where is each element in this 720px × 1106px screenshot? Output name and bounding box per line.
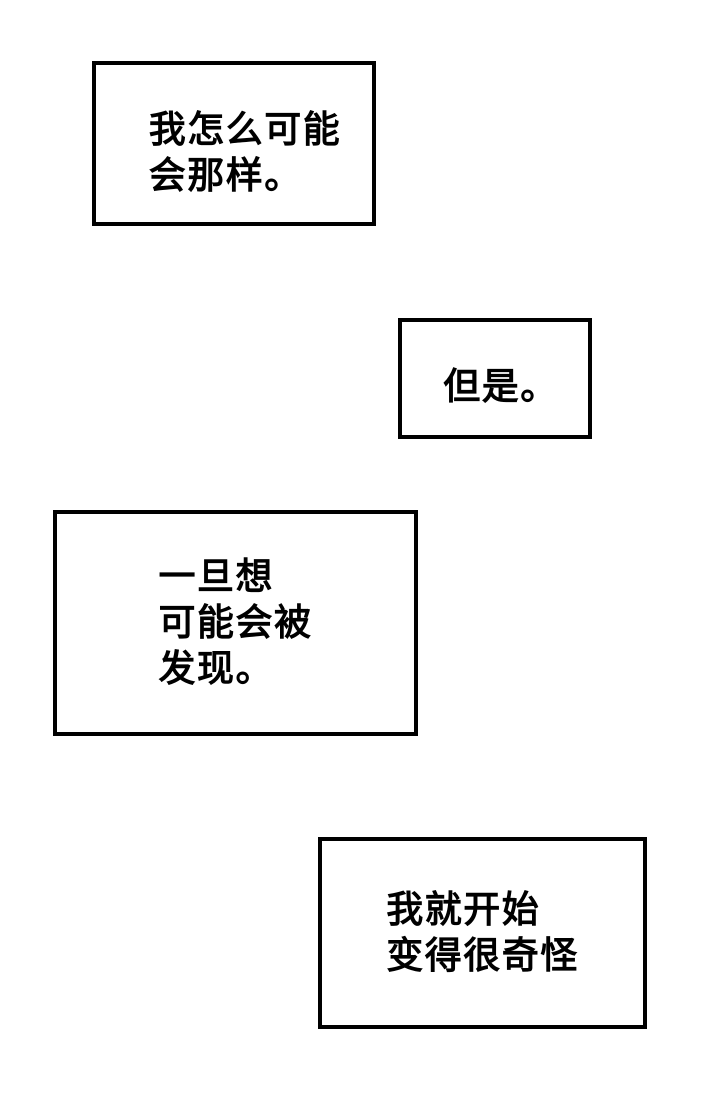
speech-text-3: 一旦想 可能会被 发现。 <box>159 554 313 692</box>
dialogue-line: 发现。 <box>158 648 274 689</box>
dialogue-line: 但是。 <box>443 365 559 407</box>
speech-box-2: 但是。 <box>398 318 592 439</box>
dialogue-line: 我怎么可能 <box>148 108 342 150</box>
speech-box-1: 我怎么可能 会那样。 <box>92 61 376 226</box>
dialogue-line: 一旦想 <box>158 556 274 597</box>
dialogue-line: 变得很奇怪 <box>386 935 579 976</box>
dialogue-line: 会那样。 <box>148 154 303 196</box>
dialogue-line: 可能会被 <box>158 602 313 643</box>
speech-box-4: 我就开始 变得很奇怪 <box>318 837 647 1029</box>
dialogue-line: 我就开始 <box>386 889 541 930</box>
speech-text-2: 但是。 <box>443 364 559 410</box>
speech-text-1: 我怎么可能 会那样。 <box>149 107 342 199</box>
speech-box-3: 一旦想 可能会被 发现。 <box>53 510 418 736</box>
speech-text-4: 我就开始 变得很奇怪 <box>386 887 579 979</box>
